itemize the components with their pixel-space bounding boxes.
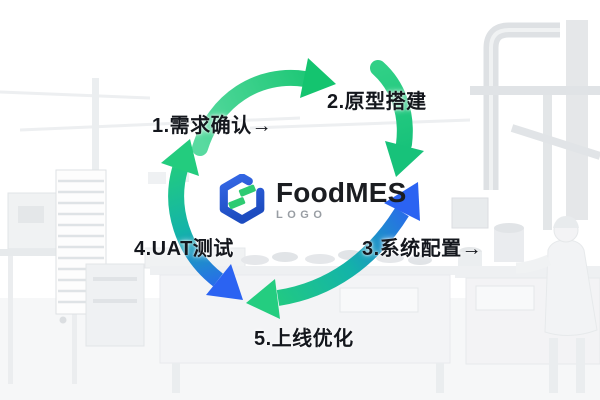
foodmes-logo: FoodMES LOGO	[219, 174, 407, 225]
step-label-system-config: 3.系统配置→	[362, 238, 483, 260]
bg-worker-at-bench	[455, 216, 600, 393]
logo-name: FoodMES	[276, 177, 407, 208]
step-label-uat-test: 4.UAT测试	[134, 238, 234, 260]
logo-subtitle: LOGO	[276, 209, 327, 221]
bg-right-pipes	[451, 20, 600, 270]
arrow-prototype-to-config	[370, 60, 424, 177]
step-label-golive: 5.上线优化	[254, 328, 354, 350]
bg-ceiling-pipes	[0, 90, 471, 132]
step-label-requirements: 1.需求确认→	[152, 115, 273, 137]
foodmes-logo-icon	[219, 174, 265, 224]
arrow-uat-requirements-double	[161, 139, 243, 300]
arrow-requirements-to-prototype	[192, 58, 336, 156]
bg-left-equipment	[0, 78, 246, 384]
logo-text-block: FoodMES LOGO	[276, 177, 407, 222]
step-label-prototype: 2.原型搭建	[327, 91, 427, 113]
arrow-golive-config-double	[246, 182, 420, 319]
logo-green-bars	[228, 184, 256, 210]
